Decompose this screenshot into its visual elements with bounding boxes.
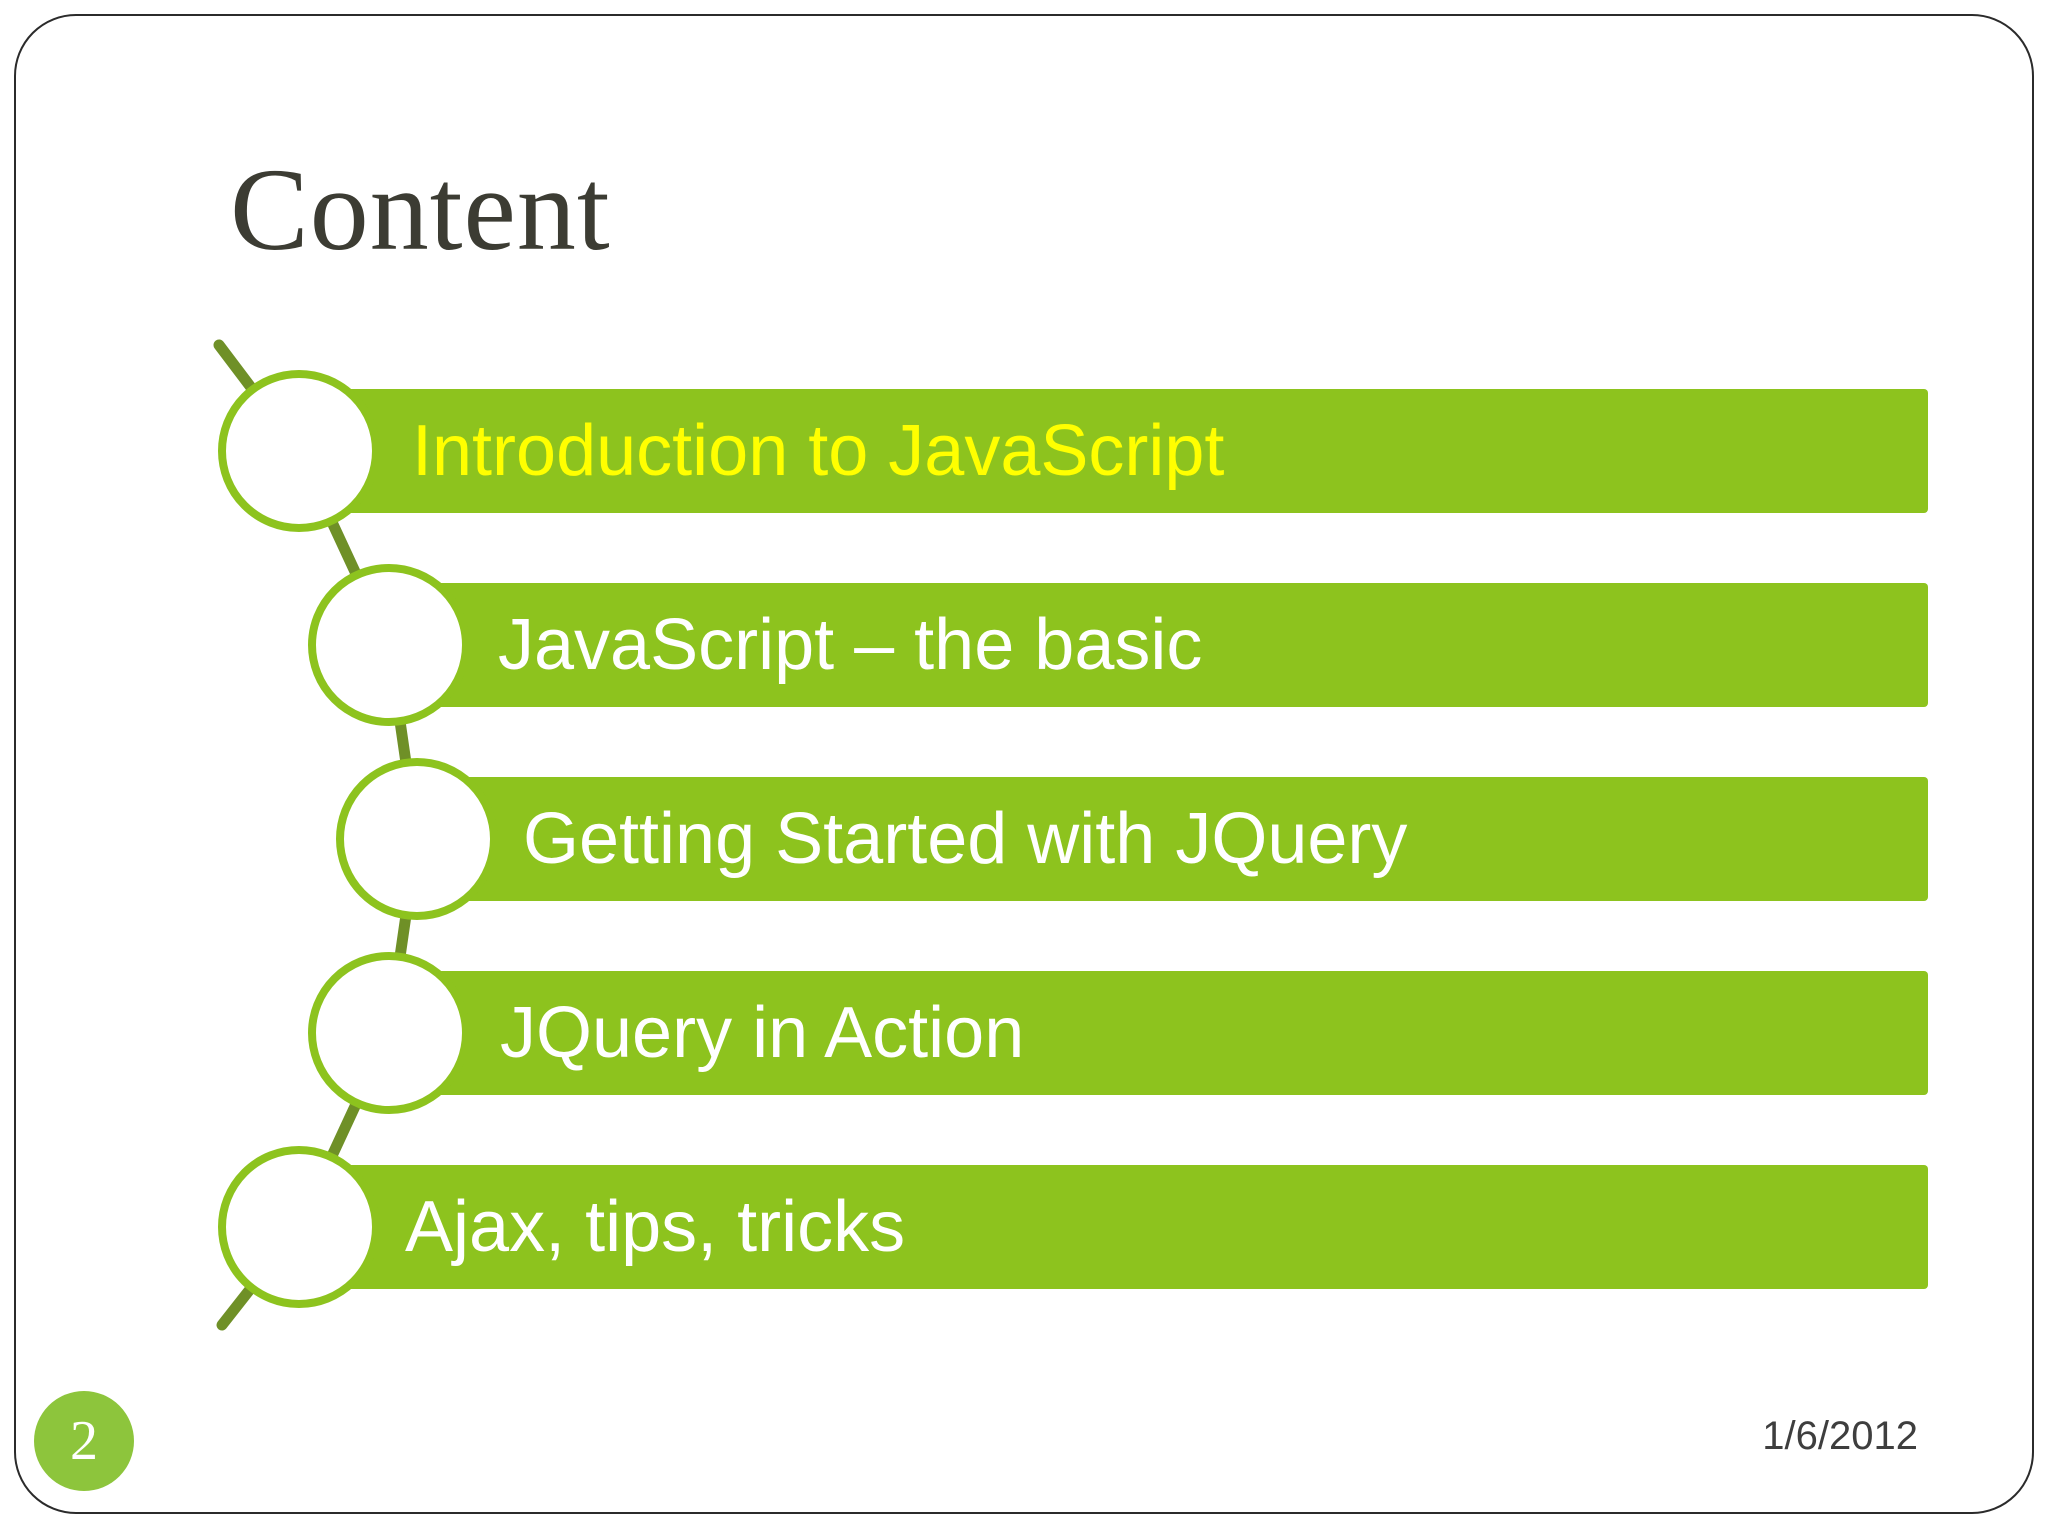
slide-title: Content: [230, 144, 611, 275]
list-item-bar: Getting Started with JQuery: [417, 777, 1928, 901]
page-number-badge: 2: [34, 1391, 134, 1491]
list-item-label: Introduction to JavaScript: [412, 411, 1225, 491]
list-item-bar: JavaScript – the basic: [389, 583, 1928, 707]
slide-date: 1/6/2012: [1762, 1414, 1918, 1458]
list-item-bar: JQuery in Action: [389, 971, 1928, 1095]
slide-border-frame: [14, 14, 2034, 1514]
list-item-label: Getting Started with JQuery: [523, 799, 1408, 879]
page-number: 2: [70, 1410, 98, 1472]
list-item-bar: Ajax, tips, tricks: [299, 1165, 1928, 1289]
list-item-label: Ajax, tips, tricks: [405, 1187, 906, 1267]
list-item-label: JavaScript – the basic: [498, 605, 1203, 685]
list-item-label: JQuery in Action: [500, 993, 1025, 1073]
list-item-bar: Introduction to JavaScript: [299, 389, 1928, 513]
